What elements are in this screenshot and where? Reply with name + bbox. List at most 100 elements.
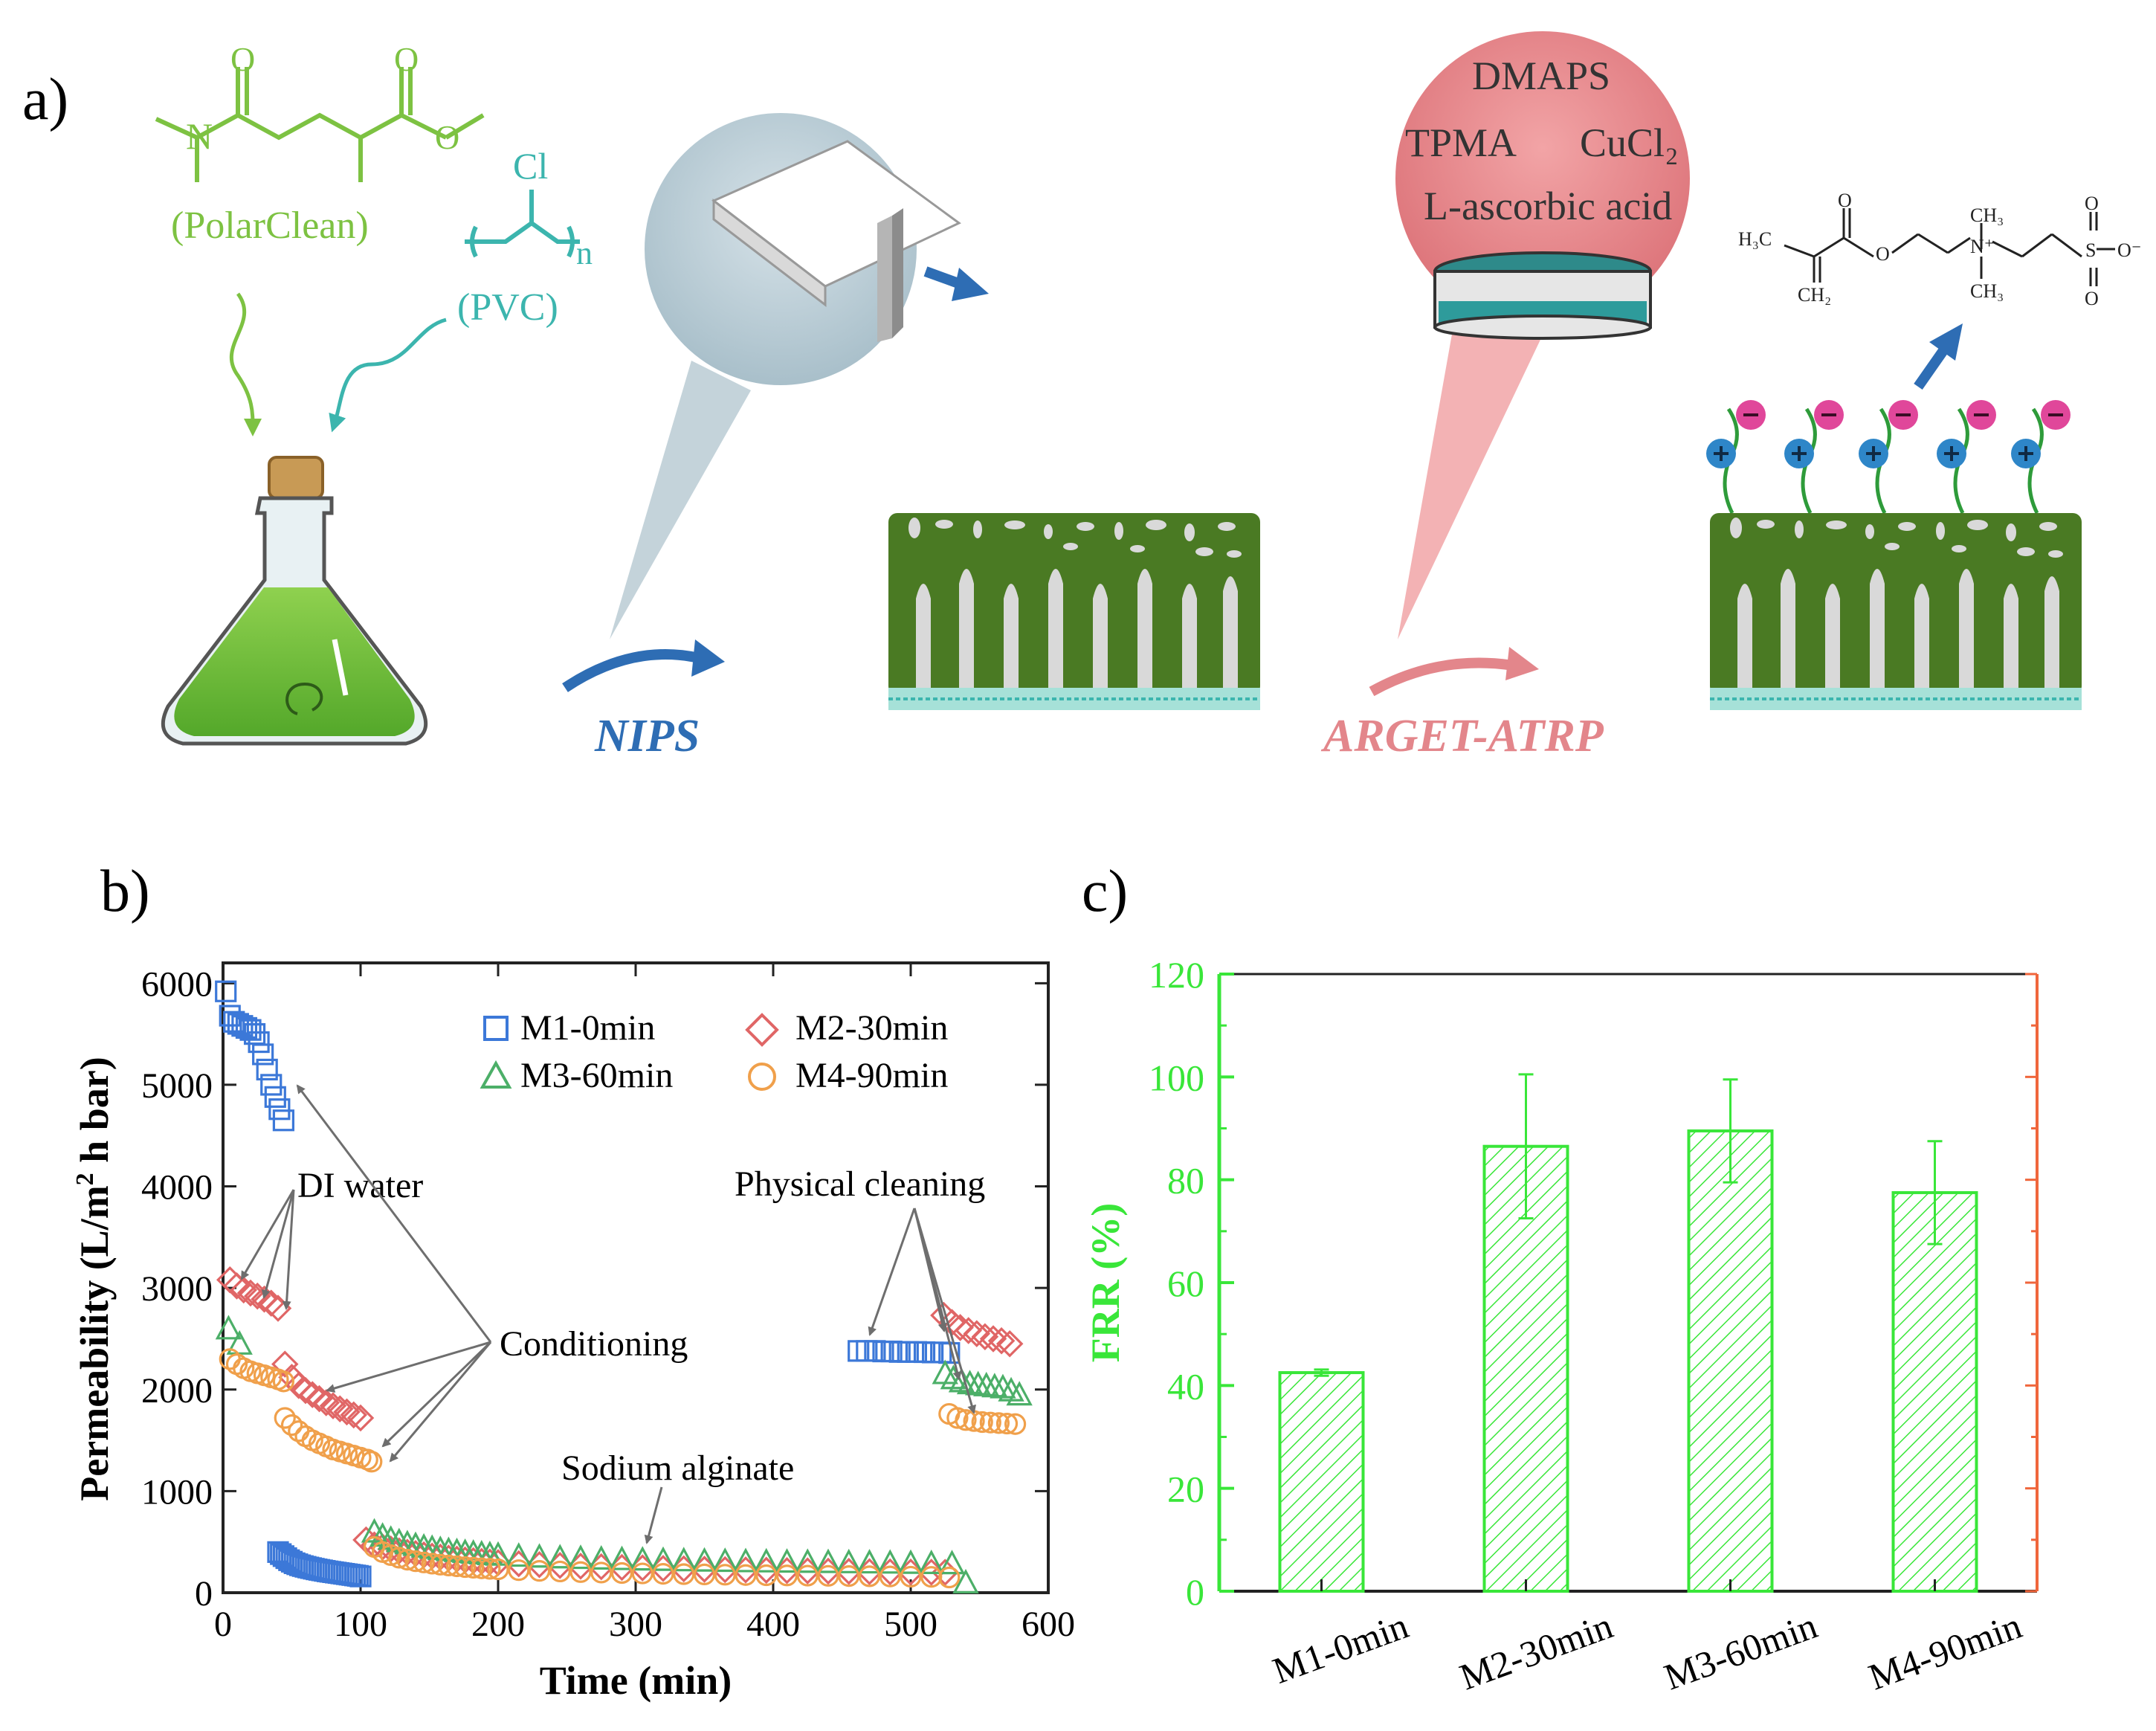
annotation-physical-cleaning: Physical cleaning <box>735 1164 985 1204</box>
zw-ch2: CH₂ <box>1798 284 1831 306</box>
bar-m4-90min <box>1891 1190 1978 1593</box>
nips-arrow <box>562 649 700 692</box>
reagent-dmaps: DMAPS <box>1472 54 1610 98</box>
data-point <box>396 1549 419 1571</box>
x-tick-label-c: M2-30min <box>1454 1605 1618 1698</box>
data-point <box>569 1561 592 1583</box>
minus-charges <box>1736 400 2071 430</box>
nips-label: NIPS <box>594 711 700 761</box>
annotation-conditioning: Conditioning <box>500 1324 688 1364</box>
y-tick-label-b: 0 <box>195 1574 213 1614</box>
y-tick-label-b: 1000 <box>141 1472 213 1512</box>
polarclean-structure <box>155 67 485 182</box>
data-point <box>346 1404 375 1432</box>
y-tick-label-b: 3000 <box>141 1269 213 1309</box>
y-tick-label-c: 120 <box>1149 954 1204 996</box>
data-point <box>380 1544 402 1567</box>
data-point <box>223 1272 251 1300</box>
x-tick-label-c: M4-90min <box>1863 1605 2027 1698</box>
data-point <box>987 1412 1010 1434</box>
y-tick-label-c: 0 <box>1186 1571 1204 1613</box>
legend-label-m3: M3-60min <box>520 1056 673 1095</box>
data-point <box>272 1370 294 1393</box>
data-point <box>856 1549 883 1574</box>
error-bar-m3-60min <box>1723 1078 1738 1184</box>
zw-o-ester: O <box>1876 243 1890 265</box>
data-point <box>404 1550 427 1573</box>
series-m1-0min <box>215 980 961 1587</box>
data-point <box>333 1398 361 1426</box>
data-point <box>413 1551 435 1573</box>
data-point <box>236 1279 265 1307</box>
data-point <box>879 1565 901 1587</box>
data-point <box>248 1031 270 1054</box>
data-point <box>340 1401 368 1429</box>
series-m2-30min <box>216 1266 1024 1586</box>
data-point <box>567 1544 594 1570</box>
data-point <box>479 1558 501 1580</box>
x-tick-label-b: 100 <box>334 1605 387 1644</box>
data-point <box>735 1564 757 1586</box>
zwitterion-structure <box>1784 208 2115 286</box>
data-point <box>995 1412 1019 1435</box>
data-point <box>775 1564 798 1587</box>
data-point <box>955 1409 977 1431</box>
data-point <box>257 1289 285 1317</box>
data-point <box>251 1285 278 1313</box>
data-point <box>231 1015 254 1037</box>
legend-marker-m3 <box>480 1060 512 1089</box>
data-point <box>608 1545 636 1570</box>
x-tick-label-b: 300 <box>609 1605 662 1644</box>
error-bar-m2-30min <box>1518 1073 1534 1220</box>
data-point <box>897 1549 924 1574</box>
data-point <box>755 1564 778 1587</box>
membrane-pristine <box>888 513 1260 710</box>
nips-bubble <box>610 103 989 639</box>
data-point <box>920 1566 943 1588</box>
data-point <box>938 1566 961 1589</box>
data-point <box>817 1564 839 1587</box>
data-point <box>858 1565 881 1587</box>
data-point <box>877 1549 903 1574</box>
zw-ch3-top: CH₃ <box>1970 204 2004 226</box>
zwitterion-arrow <box>1914 346 1949 390</box>
polarclean-arrow <box>229 292 262 436</box>
data-point <box>215 1315 242 1340</box>
data-point <box>260 1074 283 1096</box>
data-point <box>268 1098 291 1121</box>
data-point <box>326 1395 354 1422</box>
x-tick-label-b: 500 <box>884 1605 937 1644</box>
data-point <box>1004 1413 1027 1435</box>
data-point <box>252 1043 274 1066</box>
annotation-di-water: DI water <box>297 1166 423 1205</box>
petri-dish <box>1433 251 1652 340</box>
data-point <box>955 1317 982 1344</box>
data-point <box>388 1547 410 1569</box>
data-point <box>264 1086 286 1108</box>
data-point <box>274 1407 296 1429</box>
data-point <box>506 1542 532 1567</box>
zw-ch3-bottom: CH₃ <box>1970 280 2004 302</box>
data-point <box>291 1376 320 1405</box>
y-tick-label-c: 60 <box>1167 1263 1204 1304</box>
data-point <box>995 1330 1024 1358</box>
data-point <box>230 1276 258 1304</box>
data-point <box>312 1389 340 1416</box>
legend-marker-m2 <box>745 1013 779 1047</box>
data-point <box>549 1560 571 1583</box>
y-tick-label-c: 40 <box>1167 1365 1204 1407</box>
data-point <box>271 1350 299 1378</box>
data-point <box>693 1563 716 1586</box>
data-point <box>298 1381 326 1408</box>
panel-c-label: c) <box>1082 859 1128 924</box>
data-point <box>773 1548 801 1573</box>
y-tick-label-c: 80 <box>1167 1160 1204 1202</box>
casting-blade <box>711 140 961 342</box>
data-point <box>256 1058 278 1081</box>
plus-charges <box>1706 439 2041 468</box>
data-point <box>528 1560 551 1582</box>
